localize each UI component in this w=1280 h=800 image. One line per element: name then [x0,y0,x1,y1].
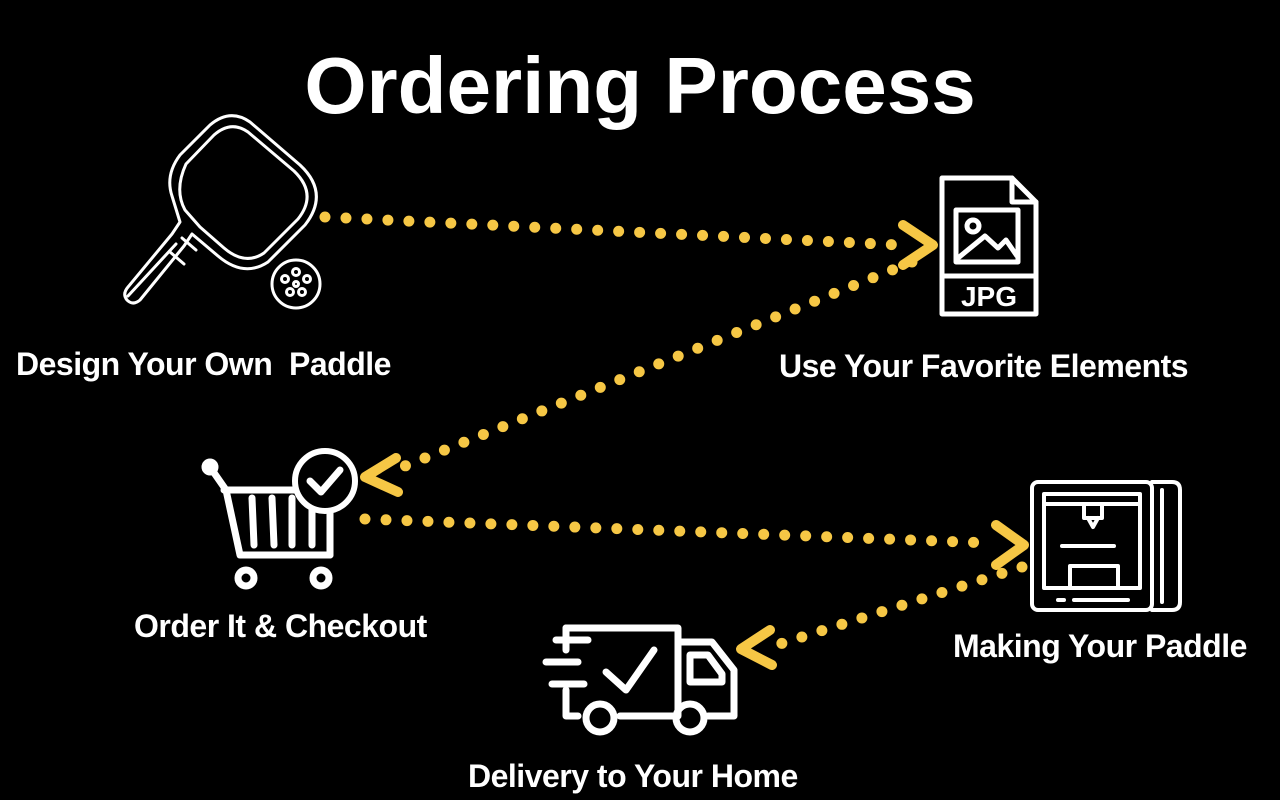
delivery-truck-icon [542,624,738,736]
step-label-delivery: Delivery to Your Home [468,758,798,794]
connector-making-to-delivery [736,561,1028,670]
connector-elements-to-order [360,256,918,497]
jpg-file-icon: JPG [939,175,1039,317]
arrowhead-left-icon [360,453,403,497]
pickleball-paddle-icon [123,114,322,310]
page-title: Ordering Process [304,41,976,130]
arrowhead-left-icon [736,625,777,670]
step-label-elements: Use Your Favorite Elements [779,348,1189,384]
arrowhead-right-icon [991,520,1029,570]
connector-order-to-making [359,513,1029,570]
step-label-order: Order It & Checkout [134,608,427,644]
3d-printer-icon [1030,480,1182,612]
connector-design-to-elements [319,211,938,270]
step-label-making: Making Your Paddle [953,628,1247,664]
svg-text:JPG: JPG [961,281,1017,312]
shopping-cart-check-icon [201,448,358,590]
step-label-design: Design Your Own Paddle [16,346,391,382]
